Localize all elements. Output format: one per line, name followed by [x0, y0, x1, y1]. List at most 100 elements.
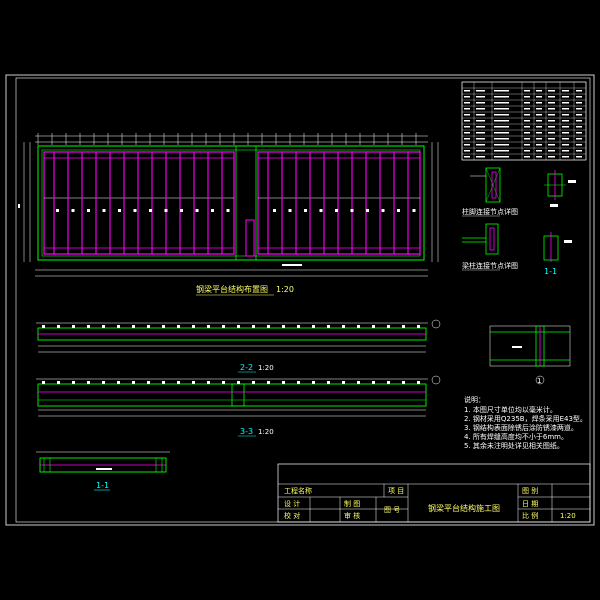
- table-cell-text: [548, 150, 555, 152]
- table-cell-text: [536, 90, 542, 92]
- section-marker: [117, 325, 120, 328]
- section-marker: [192, 381, 195, 384]
- table-cell-text: [536, 132, 542, 134]
- section-marker: [162, 325, 165, 328]
- section-marker: [372, 381, 375, 384]
- plan-title: 钢梁平台结构布置图: [196, 284, 268, 294]
- table-cell-text: [524, 156, 530, 158]
- section-1-1: 1-1: [543, 232, 572, 276]
- section-marker: [342, 325, 345, 328]
- section-marker: [342, 381, 345, 384]
- section-marker: [147, 325, 150, 328]
- table-cell-text: [464, 138, 470, 140]
- section-marker: [72, 325, 75, 328]
- section-marker: [387, 381, 390, 384]
- table-cell-text: [464, 150, 470, 152]
- section-marker: [312, 325, 315, 328]
- section-marker: [162, 381, 165, 384]
- table-cell-text: [576, 96, 582, 98]
- table-cell-text: [548, 120, 555, 122]
- table-cell-text: [536, 126, 542, 128]
- table-cell-text: [548, 108, 555, 110]
- section-small-bottom: 1-1: [36, 451, 170, 491]
- table-cell-text: [494, 108, 509, 110]
- plan-marker: [56, 209, 59, 212]
- table-cell-text: [476, 108, 485, 110]
- table-cell-text: [536, 114, 542, 116]
- plan-marker: [226, 209, 230, 212]
- detail-column-base: 柱脚连接节点详图: [462, 167, 518, 217]
- section-marker: [207, 325, 210, 328]
- table-cell-text: [562, 114, 569, 116]
- table-cell-text: [548, 132, 555, 134]
- table-cell-text: [524, 96, 530, 98]
- table-cell-text: [494, 102, 509, 104]
- tb-scale-value: 1:20: [560, 512, 576, 520]
- table-cell-text: [576, 156, 582, 158]
- table-cell-text: [476, 144, 485, 146]
- detail-b-title: 梁柱连接节点详图: [462, 261, 518, 270]
- section-1-1-label: 1-1: [544, 267, 557, 276]
- table-cell-text: [476, 138, 485, 140]
- table-cell-text: [494, 156, 509, 158]
- table-cell-text: [576, 132, 582, 134]
- plan-marker: [397, 209, 400, 212]
- plan-marker: [164, 209, 168, 212]
- table-cell-text: [476, 132, 485, 134]
- section-3-3-scale: 1:20: [258, 428, 274, 436]
- plan-view: 钢梁平台结构布置图 1:20: [18, 133, 439, 296]
- table-cell-text: [548, 102, 555, 104]
- plan-marker: [133, 209, 137, 212]
- table-cell-text: [536, 102, 542, 104]
- table-cell-text: [464, 120, 470, 122]
- plan-marker: [412, 209, 416, 212]
- table-cell-text: [536, 96, 542, 98]
- table-cell-text: [464, 132, 470, 134]
- section-marker: [387, 325, 390, 328]
- plan-marker: [273, 209, 276, 212]
- table-cell-text: [494, 120, 509, 122]
- section-marker: [402, 325, 405, 328]
- table-cell-text: [548, 114, 555, 116]
- table-cell-text: [562, 102, 569, 104]
- table-cell-text: [494, 132, 509, 134]
- table-cell-text: [536, 144, 542, 146]
- detail-a-title: 柱脚连接节点详图: [462, 207, 518, 216]
- table-cell-text: [524, 138, 530, 140]
- section-2-2: 2-2 1:20: [36, 319, 441, 373]
- plan-marker: [149, 209, 152, 212]
- table-cell-text: [494, 96, 509, 98]
- table-cell-text: [536, 156, 542, 158]
- table-cell-text: [464, 102, 470, 104]
- table-cell-text: [576, 144, 582, 146]
- section-marker: [417, 381, 420, 384]
- table-cell-text: [562, 156, 569, 158]
- tb-drawn: 制 图: [344, 499, 360, 508]
- table-cell-text: [576, 138, 582, 140]
- section-marker: [297, 381, 300, 384]
- section-marker: [237, 381, 240, 384]
- table-cell-text: [548, 96, 555, 98]
- table-cell-text: [536, 120, 542, 122]
- tb-scale-label: 比 例: [522, 511, 538, 520]
- table-cell-text: [576, 108, 582, 110]
- table-cell-text: [548, 156, 555, 158]
- section-marker: [267, 325, 270, 328]
- section-marker: [282, 381, 285, 384]
- table-cell-text: [548, 144, 555, 146]
- plan-scale: 1:20: [276, 285, 294, 294]
- note-4: 4. 所有焊缝高度均不小于6mm。: [464, 432, 568, 441]
- table-cell-text: [524, 102, 530, 104]
- section-marker: [357, 381, 360, 384]
- table-cell-text: [576, 150, 582, 152]
- plan-marker: [87, 209, 90, 212]
- section-marker: [222, 381, 225, 384]
- table-cell-text: [524, 126, 530, 128]
- table-cell-text: [494, 126, 509, 128]
- section-marker: [312, 381, 315, 384]
- section-marker: [267, 381, 270, 384]
- table-cell-text: [464, 126, 470, 128]
- table-cell-text: [464, 156, 470, 158]
- table-cell-text: [524, 90, 530, 92]
